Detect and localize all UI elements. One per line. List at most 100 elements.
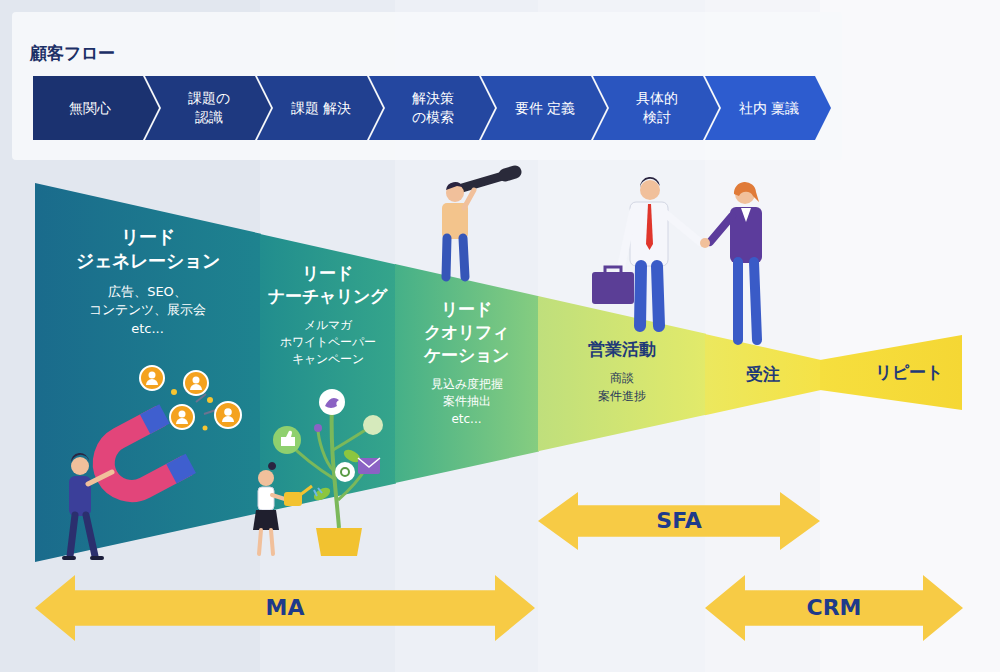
telescope-man-part [505,172,515,175]
businesswoman-part [700,238,710,248]
lead-icons-part-part [146,379,158,385]
flow-step-chevron-fill [257,76,383,140]
nurturing-illustration-part [284,492,302,506]
flow-step-chevron-fill [481,76,607,140]
stage-heading: 課題 解決 [291,99,351,118]
funnel-stage: リード ジェネレーション広告、SEO、 コンテンツ、展示会 etc... [35,183,260,562]
lead-icons-part-part [170,405,194,429]
businessman-part [605,267,621,272]
magnet-illustration [64,381,216,558]
funnel-stage-fill [705,334,821,415]
nurturing-illustration-part [312,485,333,503]
lead-icons [140,366,241,431]
nurturing-illustration-part [258,470,274,486]
telescope-man-part [462,173,513,188]
text-box: CRM [705,575,963,641]
telescope-man-part [464,190,474,208]
nurturing-illustration-part [314,488,322,496]
flow-step-chevron-fill [593,76,719,140]
funnel-stage: リード ナーチャリングメルマガ ホワイトペーパー キャンペーン [260,234,395,513]
flow-step-chevron-fill [33,76,159,140]
stage-heading: MA [266,593,305,623]
panel-title: 顧客フロー [30,42,115,65]
businessman-part [646,204,653,250]
stage-heading: 課題の 認識 [177,89,241,127]
lead-icons-part-part [190,384,202,390]
lead-icons-part-part [215,402,241,428]
funnel-stage-fill [538,296,706,451]
stage-heading: 要件 定義 [515,99,575,118]
lead-icons-part [215,402,241,428]
text-box: 課題の 認識 [145,76,271,140]
nurturing-illustration-part [363,415,383,435]
nurturing-illustration-part [258,487,274,510]
text-box: 無関心 [33,76,159,140]
nurturing-illustration-part [314,424,322,432]
text-box: リード ジェネレーション広告、SEO、 コンテンツ、展示会 etc... [35,225,260,339]
businessman-part [640,180,660,200]
businessman-part [666,214,700,242]
stage-heading: 受注 [746,363,780,386]
stage-heading: SFA [656,506,701,536]
range-arrow-fill [538,492,820,550]
text-box: リード ナーチャリングメルマガ ホワイトペーパー キャンペーン [260,262,395,369]
nurturing-illustration-part [316,528,362,556]
background-part [820,0,1000,672]
lead-icons-part [170,405,194,429]
lead-icons-part-part [179,411,186,418]
lead-icons-part [203,426,208,431]
magnet-illustration-part [94,414,191,501]
stage-heading: 解決策 の模索 [401,89,465,127]
flow-step-chevron-outline [593,76,719,140]
nurturing-illustration-part [281,431,295,446]
stage-heading: 社内 稟議 [739,99,799,118]
stage-heading: リピート [875,361,943,384]
text-box: 受注 [705,334,820,415]
text-box: 要件 定義 [481,76,607,140]
lead-icons-part [207,397,213,403]
funnel-stage-outline [395,264,538,483]
text-box: リード クオリフィ ケーション見込み度把握 案件抽出 etc... [395,298,538,428]
funnel-stage-fill [260,234,396,513]
flow-step-chevron-outline [369,76,495,140]
telescope-man-part [446,184,464,202]
businessman-part [640,266,659,326]
magnet-illustration-part [69,476,91,516]
stage-heading: リード ナーチャリング [265,262,390,308]
repeat-stage: リピート [820,335,962,410]
magnet-illustration-part [71,453,89,463]
businessman [592,177,700,326]
telescope-man-part [446,182,463,190]
lead-icons-part-part [184,371,208,395]
magnet-illustration-part [186,381,216,414]
stage-heading: 営業活動 [562,338,682,361]
text-box: 社内 稟議 [705,76,831,140]
businessman-part [630,202,668,266]
businessman-part [592,272,634,304]
nurturing-illustration [253,389,383,556]
lead-icons-part-part [176,418,188,424]
range-arrow: SFA [538,492,820,550]
flow-step-chevron: 課題の 認識 [145,76,271,140]
flow-step-chevron-outline [145,76,271,140]
nurturing-illustration-part [272,495,288,500]
magnet-illustration-part [88,472,112,484]
nurturing-illustration-part [288,426,372,500]
nurturing-illustration-part [253,510,279,530]
range-arrow-fill [35,575,535,641]
funnel-stage: 受注 [705,334,820,415]
range-arrow-fill [705,575,963,641]
lead-icons-part [171,389,177,395]
funnel-stage: 営業活動商談 案件進捗 [538,296,705,451]
lead-icons-part-part [193,377,200,384]
nurturing-illustration-part [325,398,339,408]
telescope-man-part [442,203,468,239]
stage-heading: リード ジェネレーション [73,225,223,274]
telescope-man-part [446,238,465,277]
nurturing-illustration-part [341,468,349,476]
text-box: 課題 解決 [257,76,383,140]
text-box: 営業活動商談 案件進捗 [538,338,705,405]
lead-icons-part-part [224,408,232,416]
nurturing-illustration-part [319,389,345,415]
